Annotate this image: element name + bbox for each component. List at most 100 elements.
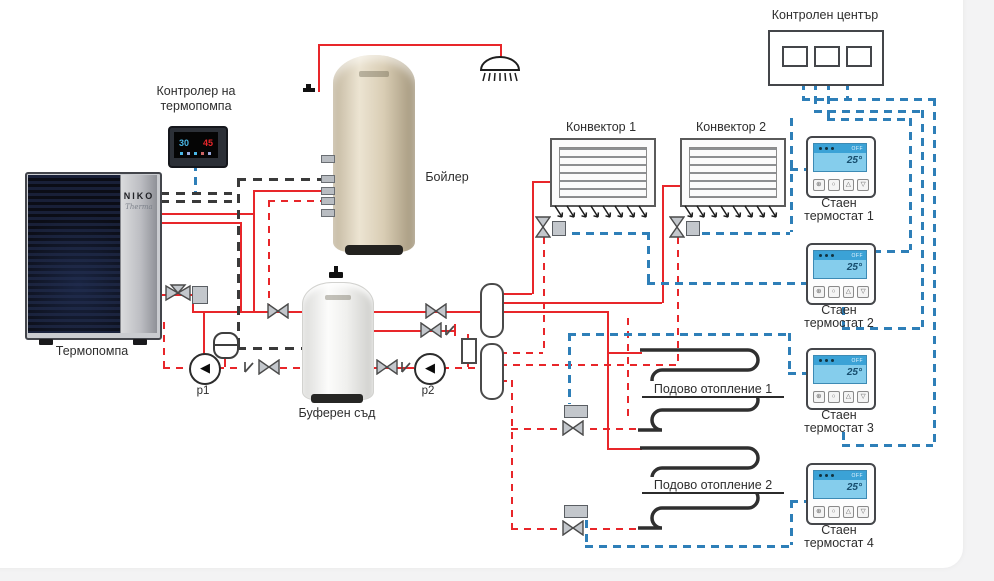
pipe-conv1-inlet: [532, 181, 552, 183]
pipe-buffer-mid-stub: [372, 330, 456, 332]
thermostat-down-button[interactable]: ▽: [857, 286, 869, 298]
thermostat-power-button[interactable]: ○: [827, 391, 840, 403]
thermostat-down-button[interactable]: ▽: [857, 179, 869, 191]
buffer-top-fitting-base: [329, 272, 343, 278]
shutoff-valve-icon: [562, 520, 584, 536]
status-dot: [831, 359, 834, 362]
pipe-hp-supply-2: [155, 222, 240, 224]
boiler-port: [321, 187, 335, 195]
shutoff-valve-icon: [376, 359, 398, 375]
pipe-fh1-inlet: [607, 352, 642, 354]
heat-pump-fan-panel: [28, 175, 120, 333]
shutoff-valve-icon: [420, 322, 442, 338]
zone-valve-icon: [669, 216, 685, 238]
boiler-port: [321, 175, 335, 183]
room-thermostat-3[interactable]: OFF 25° ⊛ ○ △ ▽: [806, 348, 876, 410]
buffer-tank: [302, 282, 374, 403]
thermostat-up-button[interactable]: △: [842, 179, 855, 191]
thermostat-label-line2: термостат 4: [804, 536, 874, 550]
boiler-base: [345, 245, 403, 255]
pipe-fh2-ctl-stub: [585, 520, 588, 545]
heat-pump-label: Термопомпа: [55, 344, 129, 358]
pipe-conv1-ctl-run: [572, 232, 647, 235]
pipe-cc-stub-4: [846, 82, 849, 98]
room-thermostat-1[interactable]: OFF 25° ⊛ ○ △ ▽: [806, 136, 876, 198]
pump-p1-icon: ◀: [189, 353, 221, 385]
shutoff-valve-icon: [258, 359, 280, 375]
thermostat-down-button[interactable]: ▽: [857, 506, 869, 518]
thermostat-up-button[interactable]: △: [842, 506, 855, 518]
zone-valve-icon: [535, 216, 551, 238]
valve-actuator-icon: [686, 221, 700, 236]
pipe-supply-to-buffer: [192, 311, 302, 313]
pipe-bus-top-3: [827, 118, 909, 121]
boiler-tank: [333, 55, 415, 255]
buffer-logo: [325, 295, 351, 300]
convector-2-fins: [689, 147, 777, 198]
thermostat-status-bar: OFF: [814, 144, 866, 153]
hp-controller-label-line2: термопомпа: [160, 99, 232, 113]
thermostat-temp-value: 25°: [846, 262, 862, 273]
pipe-p1-out: [217, 367, 243, 369]
convector-1-fins: [559, 147, 647, 198]
pipe-dhw-shower-riser: [318, 45, 320, 92]
pipe-bus-top-2: [814, 110, 921, 113]
room-thermostat-4[interactable]: OFF 25° ⊛ ○ △ ▽: [806, 463, 876, 525]
thermostat-mode-button[interactable]: ⊛: [813, 179, 825, 191]
status-dot: [819, 474, 822, 477]
pipe-conv2-inlet: [662, 185, 682, 187]
boiler-label: Бойлер: [425, 170, 469, 184]
thermostat-mode-button[interactable]: ⊛: [813, 506, 825, 518]
valve-actuator-icon: [564, 405, 588, 418]
pipe-fh1-ctl-riser: [788, 333, 791, 372]
thermostat-temp-value: 25°: [846, 367, 862, 378]
thermostat-status-text: OFF: [851, 473, 863, 479]
thermostat-up-button[interactable]: △: [842, 391, 855, 403]
room-thermostat-2[interactable]: OFF 25° ⊛ ○ △ ▽: [806, 243, 876, 305]
pipe-hp-return-drop: [163, 322, 165, 368]
pump-p1-label: p1: [196, 385, 210, 397]
hp-controller-temp-blue: 30: [179, 138, 190, 148]
pipe-bus-trunk-2: [921, 110, 924, 327]
boiler-top-valve-icon: [306, 84, 311, 89]
shutoff-valve-icon: [425, 303, 447, 319]
thermostat-mode-button[interactable]: ⊛: [813, 391, 825, 403]
thermostat-down-button[interactable]: ▽: [857, 391, 869, 403]
status-dot: [825, 147, 828, 150]
boiler-port: [321, 197, 335, 205]
thermostat-screen: OFF 25°: [813, 143, 867, 172]
check-valve-icon: [244, 362, 254, 373]
pipe-t3-bottom-link: [842, 444, 933, 447]
thermostat-power-button[interactable]: ○: [827, 179, 840, 191]
thermostat-up-button[interactable]: △: [842, 286, 855, 298]
pipe-dhw-riser: [253, 190, 255, 214]
pipe-floor-return-riser: [511, 380, 513, 528]
pipe-floor-return-link: [500, 380, 511, 382]
thermostat-power-button[interactable]: ○: [827, 506, 840, 518]
hp-controller-display[interactable]: 30 45: [168, 126, 228, 168]
pipe-cc-stub-2: [814, 82, 817, 110]
return-header: [480, 343, 504, 400]
convector-2: [680, 138, 786, 207]
pipe-fh2-return-a: [590, 528, 637, 530]
thermostat-temp-value: 25°: [846, 155, 862, 166]
pipe-t4-drop: [790, 500, 793, 545]
pipe-fh1-ctl-run: [568, 333, 788, 336]
control-center-module: [846, 46, 872, 67]
control-center-unit: [768, 30, 884, 86]
pipe-t2-left-run: [647, 282, 808, 285]
thermostat-status-bar: OFF: [814, 251, 866, 260]
thermostat-power-button[interactable]: ○: [827, 286, 840, 298]
thermostat-status-bar: OFF: [814, 356, 866, 365]
thermostat-screen: OFF 25°: [813, 250, 867, 279]
control-center-module: [782, 46, 808, 67]
pipe-floor-trunk: [607, 311, 609, 448]
thermostat-status-text: OFF: [851, 253, 863, 259]
pipe-conv1-riser: [532, 181, 534, 294]
pump-p2-label: p2: [421, 385, 435, 397]
pump-p2-icon: ◀: [414, 353, 446, 385]
thermostat-buttons: ⊛ ○ △ ▽: [813, 506, 869, 518]
heat-pump-foot: [39, 339, 53, 345]
thermostat-mode-button[interactable]: ⊛: [813, 286, 825, 298]
